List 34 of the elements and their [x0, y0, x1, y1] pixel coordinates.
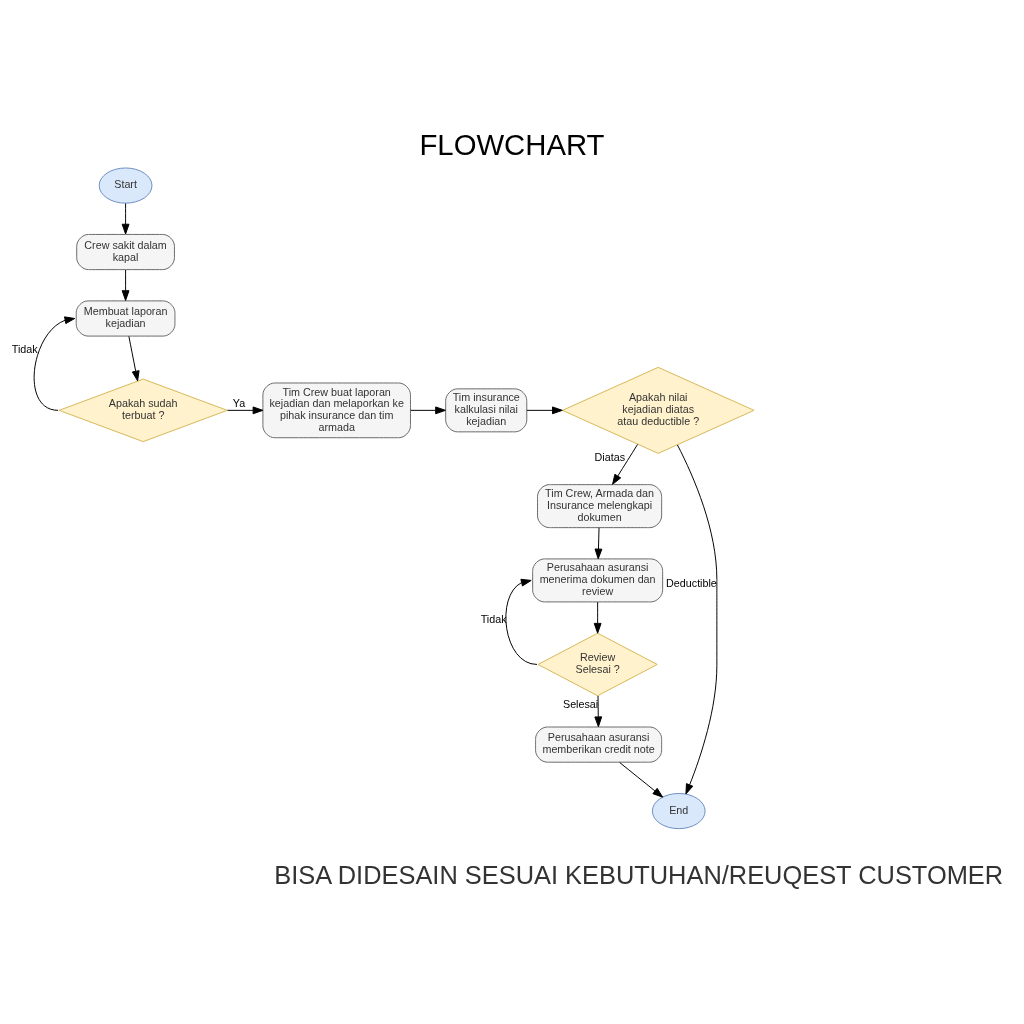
- arrow: [226, 406, 264, 415]
- arrow: [594, 527, 603, 560]
- node-diamond: Review Selesai ?: [537, 632, 658, 697]
- edge-label: Deductible: [666, 577, 717, 590]
- node-box: Tim Crew buat laporan kejadian dan melaporkan ke pihak insurance dan tim armada: [262, 382, 411, 439]
- arrow: [505, 578, 538, 665]
- node-box: Tim insurance kalkulasi nilai kejadian: [445, 388, 528, 433]
- node-diamond: Apakah nilai kejadian diatas atau deductible ?: [561, 366, 755, 454]
- node-ellipse: Start: [98, 167, 153, 204]
- arrow: [594, 695, 603, 728]
- caption: BISA DIDESAIN SESUAI KEBUTUHAN/REUQEST CUSTOMER: [274, 861, 1004, 890]
- arrow: [593, 601, 602, 634]
- arrow: [619, 762, 664, 798]
- arrow: [33, 316, 76, 411]
- node-box: Tim Crew, Armada dan Insurance melengkapi dokumen: [537, 484, 663, 529]
- node-box: Membuat laporan kejadian: [75, 300, 176, 337]
- node-box: Perusahaan asuransi menerima dokumen dan review: [532, 558, 664, 603]
- arrow: [121, 203, 130, 235]
- node-box: Crew sakit dalam kapal: [76, 233, 175, 271]
- arrow: [612, 443, 639, 485]
- arrow: [676, 444, 718, 795]
- edge-label: Tidak: [11, 342, 38, 355]
- node-diamond: Apakah sudah terbuat ?: [58, 378, 228, 443]
- arrow: [121, 269, 130, 301]
- node-ellipse: End: [651, 793, 706, 830]
- node-box: Perusahaan asuransi memberikan credit note: [535, 726, 663, 763]
- diagram-title: FLOWCHART: [419, 128, 605, 162]
- arrow: [410, 406, 446, 415]
- edge-label: Diatas: [594, 451, 626, 464]
- arrow: [128, 335, 140, 382]
- arrow: [526, 406, 563, 415]
- edge-label: Tidak: [480, 612, 507, 625]
- edge-label: Selesai: [562, 697, 599, 710]
- edge-label: Ya: [232, 397, 246, 410]
